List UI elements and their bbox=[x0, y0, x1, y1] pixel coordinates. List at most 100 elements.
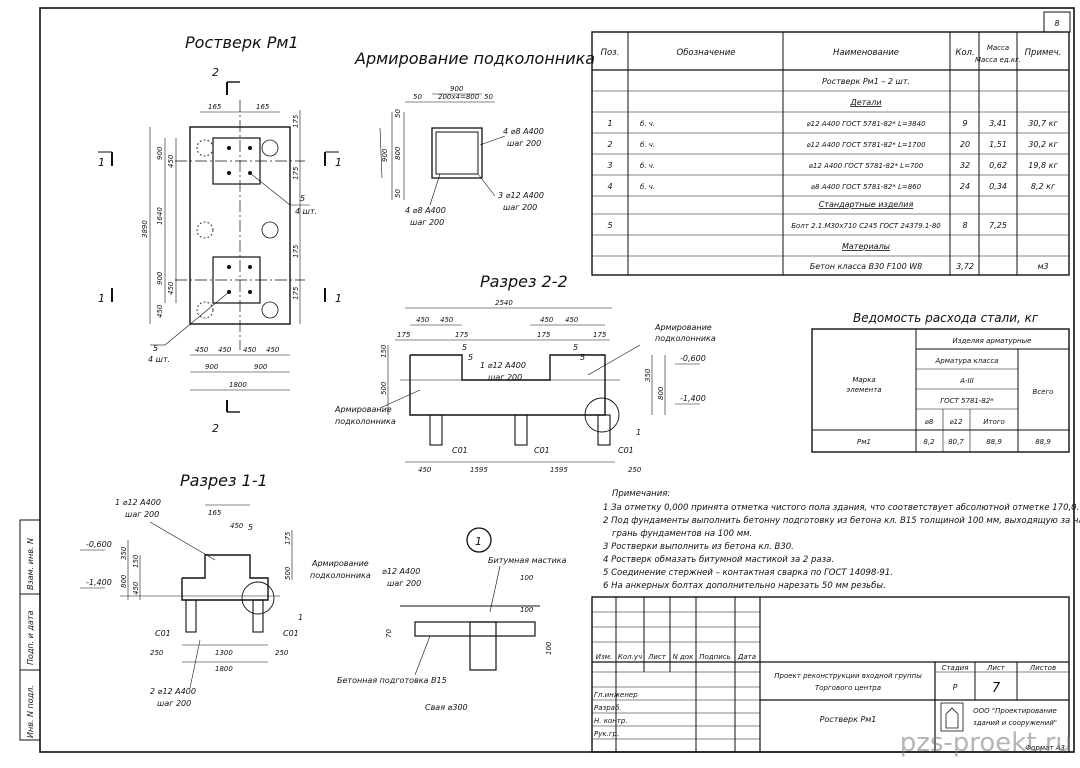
arm-outer bbox=[431, 127, 483, 179]
svg-text:7: 7 bbox=[992, 681, 1001, 696]
company-logo bbox=[940, 702, 964, 732]
svg-text:м3: м3 bbox=[1037, 262, 1048, 271]
svg-text:Болт 2.1.М30х710 С245 ГОСТ 243: Болт 2.1.М30х710 С245 ГОСТ 24379.1-80 bbox=[791, 222, 941, 230]
svg-text:С01: С01 bbox=[452, 446, 468, 455]
svg-text:175: 175 bbox=[593, 331, 607, 339]
svg-text:А-III: А-III bbox=[959, 377, 974, 385]
svg-text:3,72: 3,72 bbox=[956, 262, 974, 271]
svg-text:1300: 1300 bbox=[215, 649, 233, 657]
svg-text:5: 5 bbox=[573, 343, 578, 352]
svg-text:шаг 200: шаг 200 bbox=[410, 218, 444, 227]
svg-text:900: 900 bbox=[254, 363, 268, 371]
svg-text:подколонника: подколонника bbox=[335, 417, 396, 426]
plan-view: 2 2 1 1 1 1 165 165 900 450 1640 3890 90… bbox=[98, 66, 342, 435]
spec-cell-name: ⌀12 А400 ГОСТ 5781-82* L=3840 bbox=[806, 120, 926, 128]
spec-cell-name: ⌀12 А400 ГОСТ 5781-82* L=1700 bbox=[806, 141, 926, 149]
svg-text:450: 450 bbox=[218, 346, 232, 354]
svg-text:450: 450 bbox=[230, 522, 244, 530]
svg-text:2 Под фундаменты выполнить бе: 2 Под фундаменты выполнить бетонну подго… bbox=[603, 516, 1080, 526]
spec-table: Поз. Обозначение Наименование Кол. Масса… bbox=[591, 31, 1070, 276]
svg-text:450: 450 bbox=[156, 304, 164, 318]
svg-text:100: 100 bbox=[520, 574, 534, 582]
svg-text:шаг 200: шаг 200 bbox=[125, 510, 159, 519]
razrez-11-view: 165 450 1 ⌀12 А400 шаг 200 5 -0,600 -1,4… bbox=[80, 498, 371, 708]
svg-text:С01: С01 bbox=[534, 446, 550, 455]
svg-text:шаг 200: шаг 200 bbox=[503, 203, 537, 212]
svg-text:900: 900 bbox=[156, 146, 164, 160]
plan-callout-num: 5 bbox=[300, 194, 305, 203]
svg-text:800: 800 bbox=[657, 386, 665, 400]
svg-text:Р: Р bbox=[953, 683, 958, 692]
svg-text:1: 1 bbox=[636, 428, 641, 437]
svg-text:1800: 1800 bbox=[215, 665, 233, 673]
plan-sec-mark-2-bottom: 2 bbox=[212, 422, 219, 435]
svg-text:250: 250 bbox=[628, 466, 642, 474]
svg-text:450: 450 bbox=[540, 316, 554, 324]
svg-text:175: 175 bbox=[292, 286, 300, 300]
svg-text:Битумная мастика: Битумная мастика bbox=[488, 556, 567, 565]
svg-text:Армирование: Армирование bbox=[334, 405, 392, 414]
razrez-22-view: 2540 450 450 450 450 175 175 175 175 150… bbox=[334, 299, 716, 474]
svg-text:зданий и сооружений": зданий и сооружений" bbox=[973, 719, 1057, 727]
svg-text:2540: 2540 bbox=[495, 299, 513, 307]
svg-text:Арматура класса: Арматура класса bbox=[935, 357, 999, 365]
svg-text:4 ⌀8 А400: 4 ⌀8 А400 bbox=[503, 127, 544, 136]
svg-text:шаг 200: шаг 200 bbox=[387, 579, 421, 588]
svg-text:Лист: Лист bbox=[647, 653, 667, 661]
svg-text:2 ⌀12 А400: 2 ⌀12 А400 bbox=[150, 687, 196, 696]
svg-text:165: 165 bbox=[208, 103, 222, 111]
svg-text:Дата: Дата bbox=[737, 653, 756, 661]
spec-cell-kol: 9 bbox=[962, 119, 967, 128]
svg-text:Листов: Листов bbox=[1029, 664, 1056, 672]
svg-text:350: 350 bbox=[644, 368, 652, 382]
sheet-frame bbox=[39, 7, 1075, 753]
steel-table: Марка элемента Изделия арматурные Армату… bbox=[811, 328, 1070, 453]
svg-text:Стандартные изделия: Стандартные изделия bbox=[819, 200, 914, 209]
title-armirovanie: Армирование подколонника bbox=[354, 49, 595, 68]
plan-sec-mark-1-bl: 1 bbox=[98, 292, 105, 305]
svg-text:С01: С01 bbox=[618, 446, 634, 455]
svg-text:450: 450 bbox=[266, 346, 280, 354]
svg-text:5: 5 bbox=[462, 343, 467, 352]
svg-text:Всего: Всего bbox=[1033, 388, 1054, 396]
svg-text:1595: 1595 bbox=[470, 466, 488, 474]
svg-text:3890: 3890 bbox=[141, 220, 149, 238]
spec-cell-name: ⌀12 А400 ГОСТ 5781-82* L=700 bbox=[809, 162, 924, 170]
svg-text:С01: С01 bbox=[283, 629, 299, 638]
svg-text:7,25: 7,25 bbox=[989, 221, 1007, 230]
svg-text:1: 1 bbox=[298, 613, 303, 622]
svg-text:Гл.инженер: Гл.инженер bbox=[594, 691, 638, 699]
svg-text:Свая ⌀300: Свая ⌀300 bbox=[425, 703, 468, 712]
svg-text:175: 175 bbox=[292, 114, 300, 128]
spec-cell-oboz: б. ч. bbox=[640, 162, 655, 170]
svg-text:⌀8: ⌀8 bbox=[925, 418, 934, 426]
svg-text:1800: 1800 bbox=[229, 381, 247, 389]
svg-text:грань фундаментов на 100 мм.: грань фундаментов на 100 мм. bbox=[612, 529, 752, 539]
svg-text:80,7: 80,7 bbox=[948, 438, 964, 446]
svg-text:Кол.: Кол. bbox=[955, 48, 974, 58]
svg-text:Масса ед.кг.: Масса ед.кг. bbox=[975, 56, 1021, 64]
svg-text:шаг 200: шаг 200 bbox=[507, 139, 541, 148]
svg-text:Ростверк Рм1: Ростверк Рм1 bbox=[820, 715, 877, 724]
svg-text:1640: 1640 bbox=[156, 207, 164, 225]
side-label-vzam: Взам. инв. N bbox=[26, 538, 35, 590]
svg-text:100: 100 bbox=[520, 606, 534, 614]
svg-text:900: 900 bbox=[450, 85, 464, 93]
svg-text:450: 450 bbox=[243, 346, 257, 354]
svg-text:Примечания:: Примечания: bbox=[612, 489, 670, 499]
svg-text:500: 500 bbox=[380, 381, 388, 395]
svg-text:50: 50 bbox=[394, 189, 402, 198]
arm-inner bbox=[435, 131, 479, 175]
svg-text:элемента: элемента bbox=[846, 386, 881, 394]
svg-text:450: 450 bbox=[440, 316, 454, 324]
svg-text:Изделия арматурные: Изделия арматурные bbox=[953, 337, 1032, 345]
svg-text:1 За отметку 0,000 принята от: 1 За отметку 0,000 принята отметка чисто… bbox=[603, 503, 1079, 513]
spec-cell-oboz: б. ч. bbox=[640, 120, 655, 128]
svg-text:200x4=800: 200x4=800 bbox=[438, 93, 480, 101]
plan-sec-mark-1-tr: 1 bbox=[335, 156, 342, 169]
svg-text:5: 5 bbox=[607, 221, 612, 230]
svg-text:Формат А3: Формат А3 bbox=[1025, 744, 1065, 752]
svg-text:Материалы: Материалы bbox=[842, 242, 890, 251]
svg-text:ГОСТ 5781-82*: ГОСТ 5781-82* bbox=[940, 397, 994, 405]
